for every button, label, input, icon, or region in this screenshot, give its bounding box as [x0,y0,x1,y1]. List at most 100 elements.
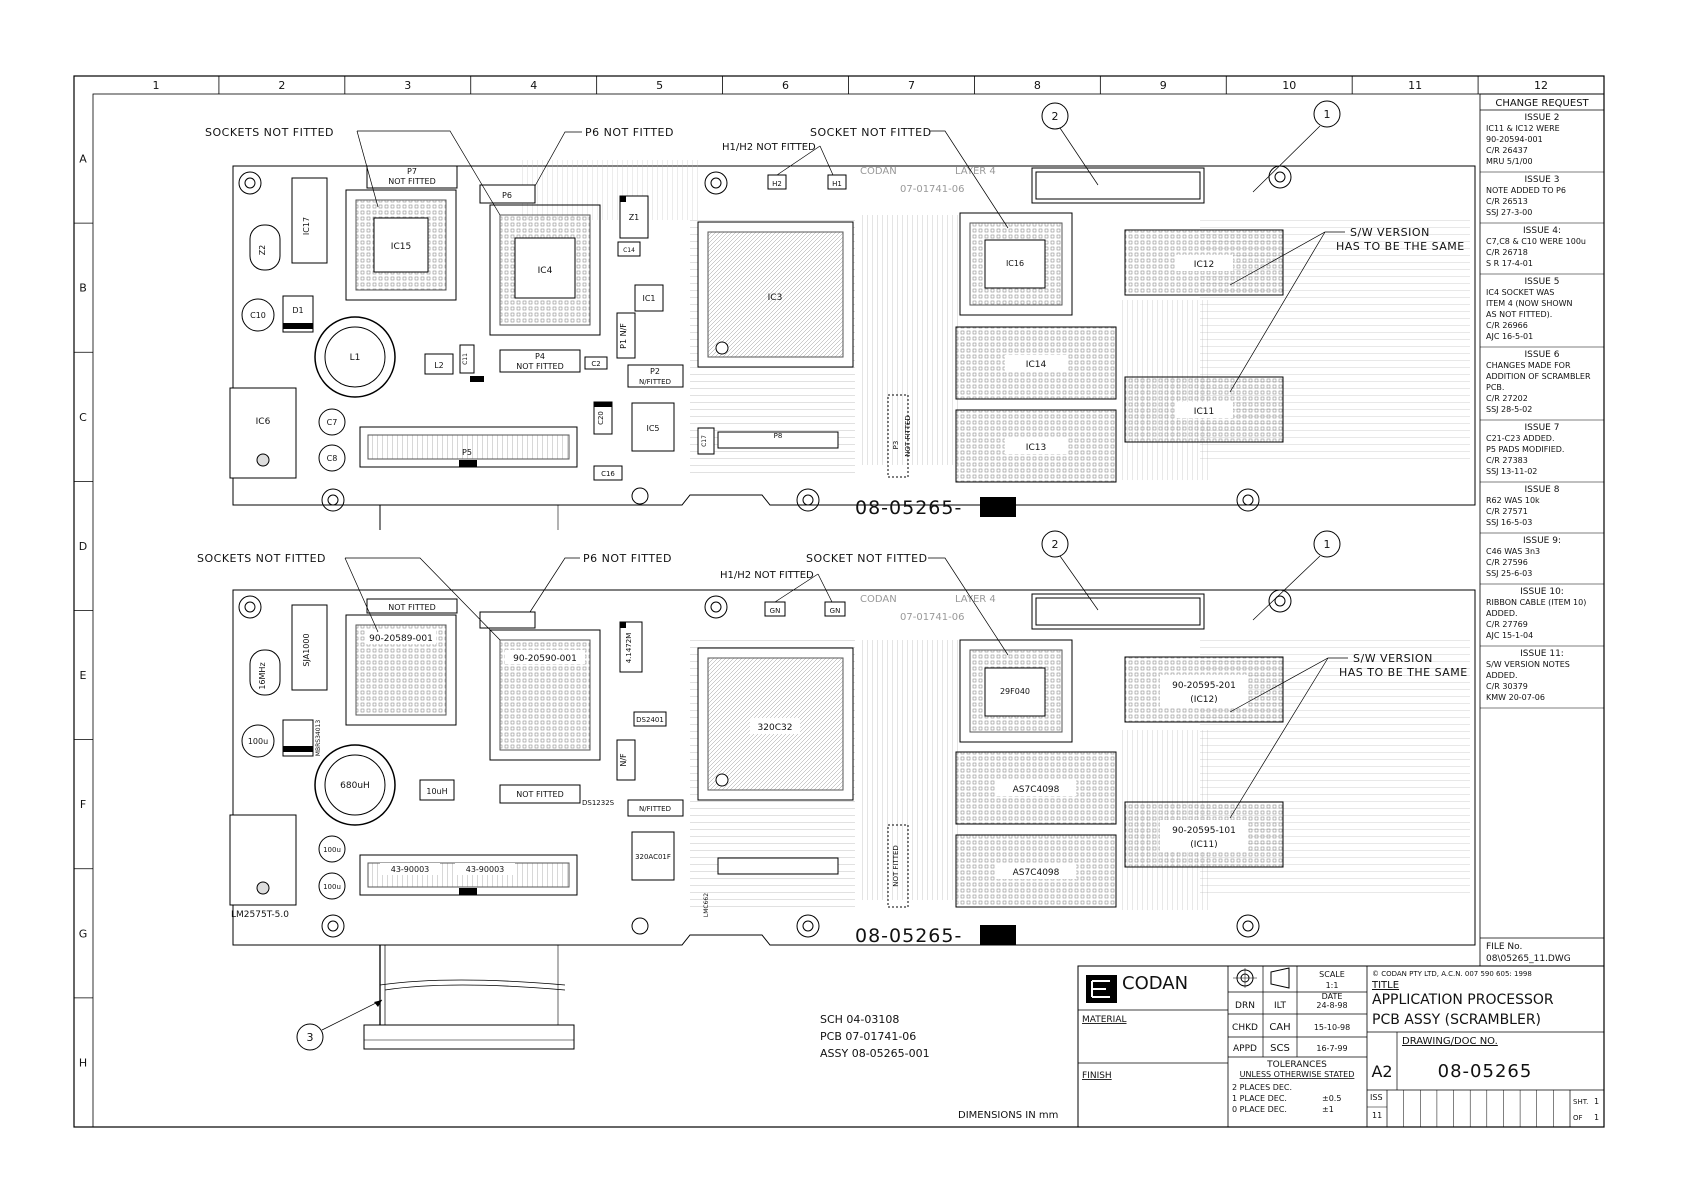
tolerances-title: TOLERANCES [1266,1060,1327,1070]
finish-label: FINISH [1082,1071,1112,1081]
issue-title: ISSUE 10: [1520,587,1564,597]
bottom-h1h2-callout: H1/H2 NOT FITTED [720,570,814,581]
p3-not-fitted-bottom: NOT FITTED [892,845,900,887]
u5-320ac01f [631,831,675,881]
issue-title: ISSUE 7 [1525,423,1560,433]
mounting-hole [1236,488,1260,512]
ic5-label: IC5 [646,424,659,433]
l2-label: L2 [434,361,444,370]
mbrs-label: MBRS34013 [315,720,322,757]
svg-text:3: 3 [307,1031,314,1044]
mounting-hole [321,488,345,512]
issue-title: ISSUE 8 [1525,485,1560,495]
issue-line: C/R 30379 [1486,682,1528,691]
issue-line: R62 WAS 10k [1486,496,1540,505]
silk-codan-bottom: CODAN [860,594,897,605]
p4-not-fitted: NOT FITTED [516,362,564,371]
p6-connector [479,184,536,204]
silk-codan: CODAN [860,166,897,177]
tolerances-sub: UNLESS OTHERWISE STATED [1240,1070,1355,1079]
issue-line: C/R 27383 [1486,456,1528,465]
title-label: TITLE [1371,980,1399,991]
gn1-label: GN [770,607,781,615]
issue-cells [1367,1090,1554,1127]
issue-line: ADDITION OF SCRAMBLER [1486,372,1591,381]
sch-note: SCH 04-03108 [820,1013,899,1026]
c7-cap [318,408,346,436]
issue-title: ISSUE 4: [1523,226,1561,236]
issue-line: ADDED. [1486,671,1518,680]
svg-text:1: 1 [1324,108,1331,121]
issue-line: SSJ 27-3-00 [1486,208,1532,217]
top-h1h2-callout: H1/H2 NOT FITTED [722,142,816,153]
p2-not-fitted: N/FITTED [639,378,671,386]
bottom-assy-number: 08-05265- [855,925,962,947]
bottom-sw-callout-line1: S/W VERSION [1353,652,1433,665]
issue-line: IC4 SOCKET WAS [1486,288,1554,297]
drn-by: ILT [1274,1001,1286,1011]
issue-line: MRU 5/1/00 [1486,157,1533,166]
top-sw-callout-line1: S/W VERSION [1350,226,1430,239]
c8-label: C8 [327,454,338,463]
scale-value: 1:1 [1326,981,1339,990]
appd-date: 16-7-99 [1316,1044,1347,1053]
ic13-label: IC13 [1026,443,1046,453]
lm2575-label: LM2575T-5.0 [231,910,289,920]
h2-label: H2 [772,180,782,188]
ic1-label: IC1 [642,294,655,303]
issue-line: PCB. [1486,383,1504,392]
c17-cap [697,427,715,455]
issue-line: C/R 27571 [1486,507,1528,516]
xtal-label: 16MHz [258,662,267,689]
grid-column-label: 3 [404,79,411,92]
top-assy-number: 08-05265- [855,497,962,519]
ds2401 [633,711,667,727]
c17-label: C17 [701,435,708,447]
grid-row-label: G [79,927,88,940]
c7-value: 100u [323,846,341,854]
sja1000-label: SJA1000 [302,633,311,666]
issue-line: IC11 & IC12 WERE [1486,124,1560,133]
p8-connector [717,431,839,449]
ic15-label: IC15 [391,242,411,252]
grid-row-label: D [79,540,87,553]
drawing-title-line1: APPLICATION PROCESSOR [1372,992,1554,1008]
ic16-socket [959,212,1073,316]
ribbon-cable-connector [363,1024,575,1050]
issue-title: ISSUE 5 [1525,277,1560,287]
top-p6-callout: P6 NOT FITTED [585,126,674,139]
ic4-label: IC4 [538,266,553,276]
issue-line: SSJ 16-5-03 [1486,518,1532,527]
c8-cap-bottom [318,872,346,900]
c8-cap [318,444,346,472]
drawing-title-line2: PCB ASSY (SCRAMBLER) [1372,1012,1541,1028]
issue-line: KMW 20-07-06 [1486,693,1545,702]
p7-connector-bottom [366,598,458,614]
drn-label: DRN [1235,1001,1255,1011]
p7-not-fitted: NOT FITTED [388,177,436,186]
date-label: DATE [1322,992,1343,1001]
svg-text:2: 2 [1052,538,1059,551]
mounting-hole [321,914,345,938]
mounting-hole [704,171,728,195]
tol-1-value: ±0.5 [1322,1094,1341,1103]
p3-not-fitted: NOT FITTED [904,415,912,457]
p2-connector-bottom [627,799,684,817]
issue-line: S/W VERSION NOTES [1486,660,1570,669]
bottom-p6-callout: P6 NOT FITTED [583,552,672,565]
bottom-socket-callout: SOCKET NOT FITTED [806,552,928,565]
c16-label: C16 [601,470,615,478]
of-label: OF [1573,1114,1583,1122]
company-name: CODAN [1122,973,1188,994]
issue-line: C46 WAS 3n3 [1486,547,1540,556]
issue-line: S R 17-4-01 [1486,259,1533,268]
file-label: FILE No. [1486,942,1522,952]
z1-crystal-bottom [619,621,643,673]
drn-date: 24-8-98 [1316,1001,1347,1010]
ic14-label: IC14 [1026,360,1047,370]
